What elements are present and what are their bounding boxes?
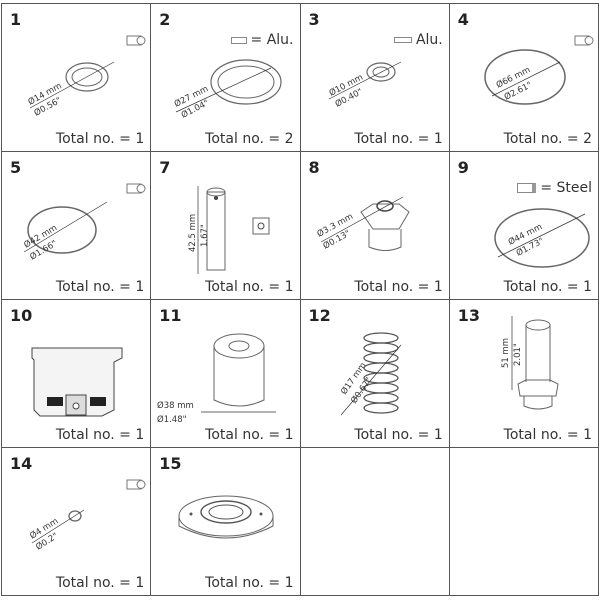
part-cell-4: 4 Ø66 mm Ø2.61" Total no. = 2 (449, 4, 599, 152)
part-number: 15 (159, 454, 182, 473)
steel-icon (517, 183, 537, 193)
empty-cell (449, 448, 599, 596)
dimension-inch: 1.67" (200, 224, 210, 247)
part-number: 2 (159, 10, 171, 29)
part-cell-7: 7 42.5 mm 1.67" Total no. = 1 (151, 152, 301, 300)
part-cell-5: 5 Ø42 mm Ø1.66" Total no. = 1 (2, 152, 152, 300)
part-number: 10 (10, 306, 33, 325)
part-cell-3: 3 Alu. Ø10 mm Ø0.40" Total no. = 1 (300, 4, 450, 152)
total-count: Total no. = 1 (205, 575, 294, 591)
part-cell-10: 10 Total no. = 1 (2, 300, 152, 448)
parts-grid: 1 Ø14 mm Ø0.56" Total no. = 1 2 = Alu. Ø… (1, 3, 599, 596)
total-count: Total no. = 1 (354, 427, 443, 443)
part-cell-9: 9 = Steel Ø44 mm Ø1.73" Total no. = 1 (449, 152, 599, 300)
empty-cell (300, 448, 450, 596)
total-count: Total no. = 1 (55, 131, 145, 147)
valve-plate-drawing (178, 495, 274, 539)
total-count: Total no. = 1 (205, 279, 294, 295)
part-cell-1: 1 Ø14 mm Ø0.56" Total no. = 1 (2, 4, 152, 152)
diaphragm-cross-section-drawing (31, 347, 123, 417)
alu-hatch-icon (230, 36, 247, 44)
total-count: Total no. = 1 (55, 575, 145, 591)
alu-hatch-icon (393, 37, 412, 43)
armature-drawing: Ø38 mm Ø1.48" (157, 333, 277, 425)
washer-drawing: Ø10 mm Ø0.40" (327, 61, 401, 110)
spring-drawing: Ø17 mm Ø0.67" (338, 332, 401, 416)
total-count: Total no. = 2 (205, 131, 294, 147)
o-ring-drawing: Ø44 mm Ø1.73" (494, 208, 590, 268)
part-cell-2: 2 = Alu. Ø27 mm Ø1.04" Total no. = 2 (151, 4, 301, 152)
total-count: Total no. = 1 (354, 131, 443, 147)
part-number: 13 (457, 306, 481, 325)
material-text: Alu. (415, 32, 443, 48)
total-count: Total no. = 1 (503, 279, 592, 295)
armature-tube-drawing: 51 mm 2.01" (501, 316, 559, 410)
part-number: 11 (159, 306, 182, 325)
o-ring-drawing: Ø66 mm Ø2.61" (484, 35, 594, 105)
material-label: Alu. (393, 32, 443, 48)
total-count: Total no. = 1 (354, 279, 443, 295)
material-text: = Alu. (250, 32, 294, 48)
part-cell-15: 15 Total no. = 1 (151, 448, 301, 596)
part-number: 8 (308, 158, 320, 177)
part-cell-11: 11 Ø38 mm Ø1.48" Total no. = 1 (151, 300, 301, 448)
o-ring-drawing: Ø14 mm Ø0.56" (26, 35, 146, 119)
total-count: Total no. = 1 (55, 279, 145, 295)
part-cell-14: 14 Ø4 mm Ø0.2" Total no. = 1 (2, 448, 152, 596)
material-label: = Alu. (230, 32, 294, 48)
dimension-mm: Ø38 mm (157, 400, 194, 411)
o-ring-drawing: Ø4 mm Ø0.2" (28, 479, 146, 553)
plunger-drawing: 42.5 mm 1.67" (188, 186, 270, 274)
dimension-mm: 51 mm (501, 338, 511, 368)
dimension-mm: 42.5 mm (188, 214, 198, 252)
dimension-inch: 2.01" (513, 343, 523, 366)
material-text: = Steel (540, 180, 592, 196)
total-count: Total no. = 1 (55, 427, 145, 443)
part-cell-8: 8 Ø3.3 mm Ø0.13" Total no. = 1 (300, 152, 450, 300)
dimension-inch: Ø1.48" (157, 414, 187, 425)
orifice-drawing: Ø3.3 mm Ø0.13" (315, 196, 410, 252)
part-cell-13: 13 51 mm 2.01" Total no. = 1 (449, 300, 599, 448)
part-number: 3 (308, 10, 320, 29)
part-cell-12: 12 Ø17 mm Ø0.67" Total no. = 1 (300, 300, 450, 448)
part-number: 5 (10, 158, 22, 177)
part-number: 4 (457, 10, 469, 29)
o-ring-drawing: Ø42 mm Ø1.66" (22, 183, 146, 263)
total-count: Total no. = 1 (503, 427, 592, 443)
washer-drawing: Ø27 mm Ø1.04" (173, 59, 282, 121)
part-number: 9 (457, 158, 469, 177)
part-number: 1 (10, 10, 22, 29)
total-count: Total no. = 1 (205, 427, 294, 443)
part-number: 7 (159, 158, 171, 177)
material-label: = Steel (517, 180, 592, 196)
total-count: Total no. = 2 (503, 131, 592, 147)
part-number: 12 (308, 306, 331, 325)
part-number: 14 (10, 454, 33, 473)
